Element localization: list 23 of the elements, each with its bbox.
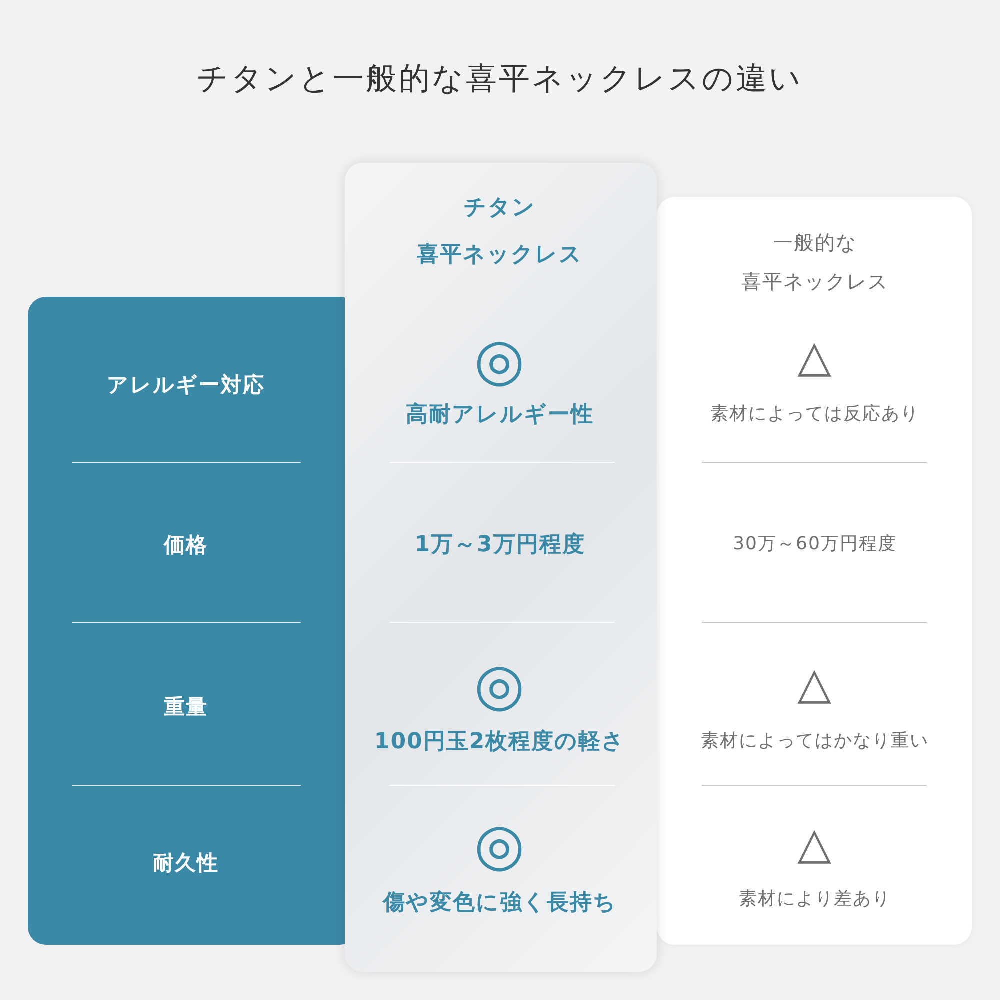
rating-symbol: △ xyxy=(798,820,832,870)
row-heading: 重量 xyxy=(164,694,208,720)
cell-text: 傷や変色に強く長持ち xyxy=(383,890,617,916)
cell-text: 30万～60万円程度 xyxy=(733,534,897,556)
rating-symbol: △ xyxy=(798,660,832,710)
column-heading: 一般的な xyxy=(773,232,857,254)
row-heading: 耐久性 xyxy=(153,850,219,876)
row-heading: アレルギー対応 xyxy=(107,372,265,398)
cell-text: 素材により差あり xyxy=(739,890,891,910)
rating-symbol: △ xyxy=(798,332,832,384)
rating-symbol: ◎ xyxy=(474,326,526,394)
rating-symbol: ◎ xyxy=(474,812,526,878)
cell-text: 素材によっては反応あり xyxy=(710,404,920,426)
cell-text: 高耐アレルギー性 xyxy=(406,402,594,428)
title: チタンと一般的な喜平ネックレスの違い xyxy=(197,62,803,98)
column-heading: 喜平ネックレス xyxy=(417,242,583,268)
cell-text: 100円玉2枚程度の軽さ xyxy=(374,729,626,755)
rating-symbol: ◎ xyxy=(474,652,526,718)
cell-text: 素材によってはかなり重い xyxy=(701,732,929,752)
cell-text: 1万～3万円程度 xyxy=(414,532,586,558)
column-heading: 喜平ネックレス xyxy=(742,270,888,294)
column-heading: チタン xyxy=(464,195,536,221)
row-heading: 価格 xyxy=(164,532,208,558)
